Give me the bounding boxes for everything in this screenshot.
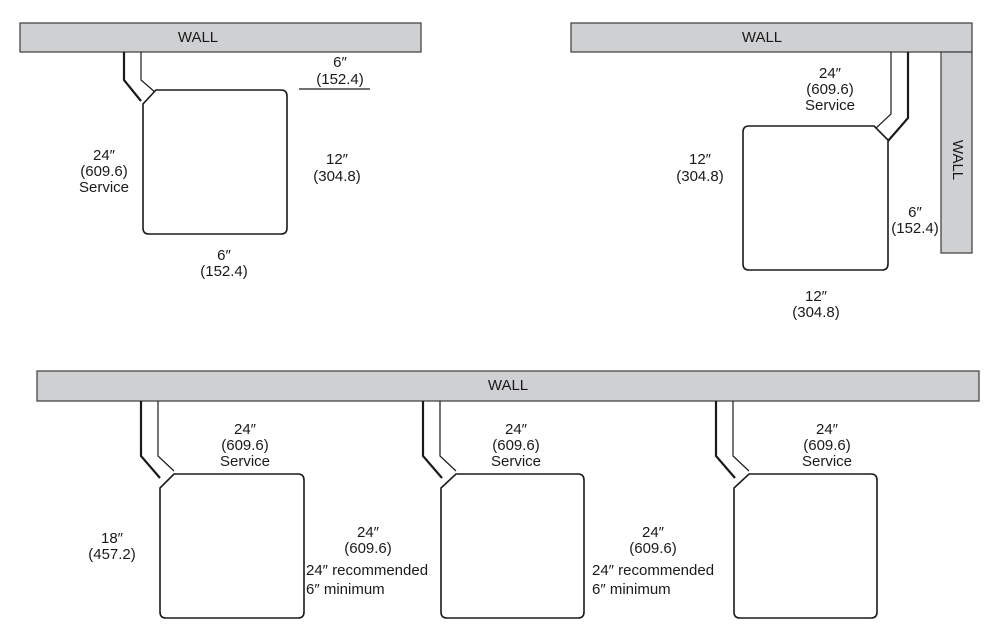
between-1-line2: (609.6) [344, 540, 392, 557]
between-2-line1: 24″ [642, 524, 665, 541]
dim-top-line2: (609.6) [806, 81, 854, 98]
vent-pipe-inner-2 [439, 401, 457, 472]
wall-bottom [36, 370, 980, 402]
diagram-bottom: WALL 24″ (609.6) Service 24″ (609.6) Ser… [36, 370, 980, 619]
service-3-line2: (609.6) [803, 437, 851, 454]
dim-bottom-line2: (152.4) [200, 263, 248, 280]
dim-left-line1: 24″ [93, 147, 116, 164]
dim-bottom-line1: 12″ [805, 288, 828, 305]
service-1-line1: 24″ [234, 421, 257, 438]
dim-top-line3: Service [805, 97, 855, 114]
wall-label-right-vertical: WALL [949, 140, 966, 180]
dim-left-line2: (609.6) [80, 163, 128, 180]
between-2-line4: 6″ minimum [592, 581, 671, 598]
vent-pipe-outer [887, 52, 910, 142]
service-1-line3: Service [220, 453, 270, 470]
vent-pipe-outer-2 [421, 401, 443, 479]
between-1-line1: 24″ [357, 524, 380, 541]
service-3-line1: 24″ [816, 421, 839, 438]
dim-top-right-line1: 6″ [333, 54, 347, 71]
wall-label-bottom: WALL [488, 377, 528, 394]
vent-pipe-inner-3 [732, 401, 750, 472]
dim-bottom-line1: 6″ [217, 247, 231, 264]
diagram-top-right: WALL WALL 24″ (609.6) Service 12″ (304.8… [570, 22, 973, 321]
between-1-line3: 24″ recommended [306, 562, 428, 579]
wall-label-top-right: WALL [742, 29, 782, 46]
service-2-line1: 24″ [505, 421, 528, 438]
dim-top-right-line2: (152.4) [316, 71, 364, 88]
vent-pipe-inner [873, 52, 892, 131]
dim-left-line2: (457.2) [88, 546, 136, 563]
service-2-line3: Service [491, 453, 541, 470]
between-2-line2: (609.6) [629, 540, 677, 557]
appliance-unit-3 [159, 473, 305, 619]
diagram-top-left: WALL 6″ (152.4) 24″ (609.6) Service 12″ … [19, 22, 422, 280]
dim-right-line2: (304.8) [313, 168, 361, 185]
dim-left-line1: 18″ [101, 530, 124, 547]
dim-right-line1: 12″ [326, 151, 349, 168]
dim-left-line3: Service [79, 179, 129, 196]
dim-top-line1: 24″ [819, 65, 842, 82]
dim-left-line2: (304.8) [676, 168, 724, 185]
wall-label-top-left: WALL [178, 29, 218, 46]
dim-bottom-line2: (304.8) [792, 304, 840, 321]
service-1-line2: (609.6) [221, 437, 269, 454]
dim-right-line1: 6″ [908, 204, 922, 221]
vent-pipe-inner-1 [157, 401, 175, 472]
vent-pipe-outer [122, 52, 142, 102]
vent-pipe-outer-3 [714, 401, 736, 479]
dim-right-line2: (152.4) [891, 220, 939, 237]
appliance-unit-4 [440, 473, 585, 619]
service-2-line2: (609.6) [492, 437, 540, 454]
appliance-unit-5 [733, 473, 878, 619]
service-3-line3: Service [802, 453, 852, 470]
between-2-line3: 24″ recommended [592, 562, 714, 579]
wall-right-vertical [940, 51, 973, 254]
wall-top-left [19, 22, 422, 53]
vent-pipe-outer-1 [139, 401, 161, 479]
appliance-unit-1 [142, 89, 288, 235]
wall-top-right [570, 22, 973, 53]
dim-left-line1: 12″ [689, 151, 712, 168]
vent-pipe-inner [140, 52, 157, 94]
appliance-unit-2 [742, 125, 889, 271]
between-1-line4: 6″ minimum [306, 581, 385, 598]
